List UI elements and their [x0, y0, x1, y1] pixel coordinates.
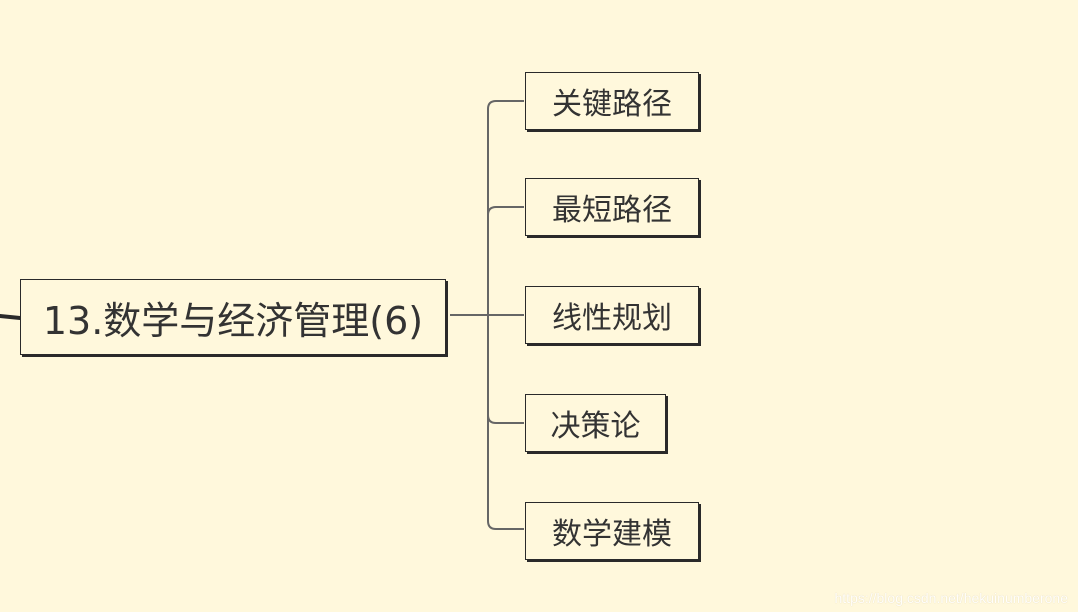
branch-to-child-1 — [487, 206, 524, 216]
subtopic-node-decision-theory[interactable]: 决策论 — [525, 394, 666, 452]
subtopic-label: 关键路径 — [552, 87, 672, 122]
incoming-branch-stub — [0, 314, 22, 320]
branch-to-child-3 — [487, 414, 524, 424]
subtopic-node-critical-path[interactable]: 关键路径 — [525, 72, 699, 130]
watermark-text: https://blog.csdn.net/hekuinumberone — [834, 590, 1069, 606]
subtopic-label: 最短路径 — [552, 193, 672, 228]
root-topic-label: 13.数学与经济管理(6) — [42, 298, 424, 343]
branch-trunk — [487, 100, 524, 530]
subtopic-node-math-modeling[interactable]: 数学建模 — [525, 502, 699, 560]
root-topic-node[interactable]: 13.数学与经济管理(6) — [20, 279, 446, 355]
subtopic-node-shortest-path[interactable]: 最短路径 — [525, 178, 699, 236]
subtopic-label: 线性规划 — [552, 301, 672, 336]
subtopic-label: 数学建模 — [552, 517, 672, 552]
subtopic-node-linear-programming[interactable]: 线性规划 — [525, 286, 699, 344]
subtopic-label: 决策论 — [550, 409, 641, 444]
